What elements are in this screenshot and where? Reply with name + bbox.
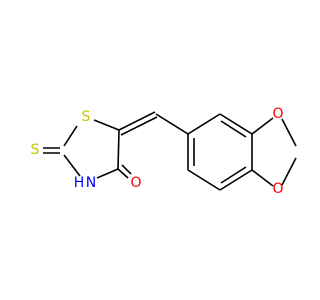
atom-label-ring-s: S (82, 109, 91, 125)
bond-o-top-ch2 (281, 118, 297, 147)
atom-label-nh-h: H (74, 175, 85, 191)
bond-c4-n3 (96, 168, 119, 179)
bond-ar-bc (219, 113, 253, 135)
bond-ar-o-bottom (251, 169, 274, 187)
bond-s1-c5 (93, 119, 120, 131)
bond-ar-ef (187, 169, 221, 191)
bond-ar-ab (187, 113, 221, 135)
molecule-structure-diagram: S S H N O O O (31, 106, 297, 197)
bond-c4-carbonyl-b (121, 164, 132, 175)
atom-label-dioxole-o-bottom: O (272, 181, 283, 197)
bond-ar-o-top (251, 117, 274, 135)
bond-ar-de (219, 169, 253, 191)
bond-c5-methine-b (120, 116, 158, 136)
bond-methine-aryl (155, 113, 189, 135)
bond-ar-inner-2 (220, 166, 247, 184)
atom-label-dioxole-o-top: O (272, 106, 283, 122)
bond-o-bottom-ch2 (281, 157, 297, 186)
bond-c5-c4 (117, 129, 120, 170)
bond-n3-c2 (63, 154, 81, 177)
atom-label-thione-s: S (31, 142, 40, 158)
atom-label-n: N (86, 175, 96, 191)
atom-label-carbonyl-o: O (130, 175, 141, 191)
bond-c4-carbonyl-a (117, 168, 129, 179)
bond-c5-methine-a (118, 111, 156, 131)
bond-ar-inner-1 (220, 120, 247, 138)
bond-c2-s1 (63, 125, 78, 147)
